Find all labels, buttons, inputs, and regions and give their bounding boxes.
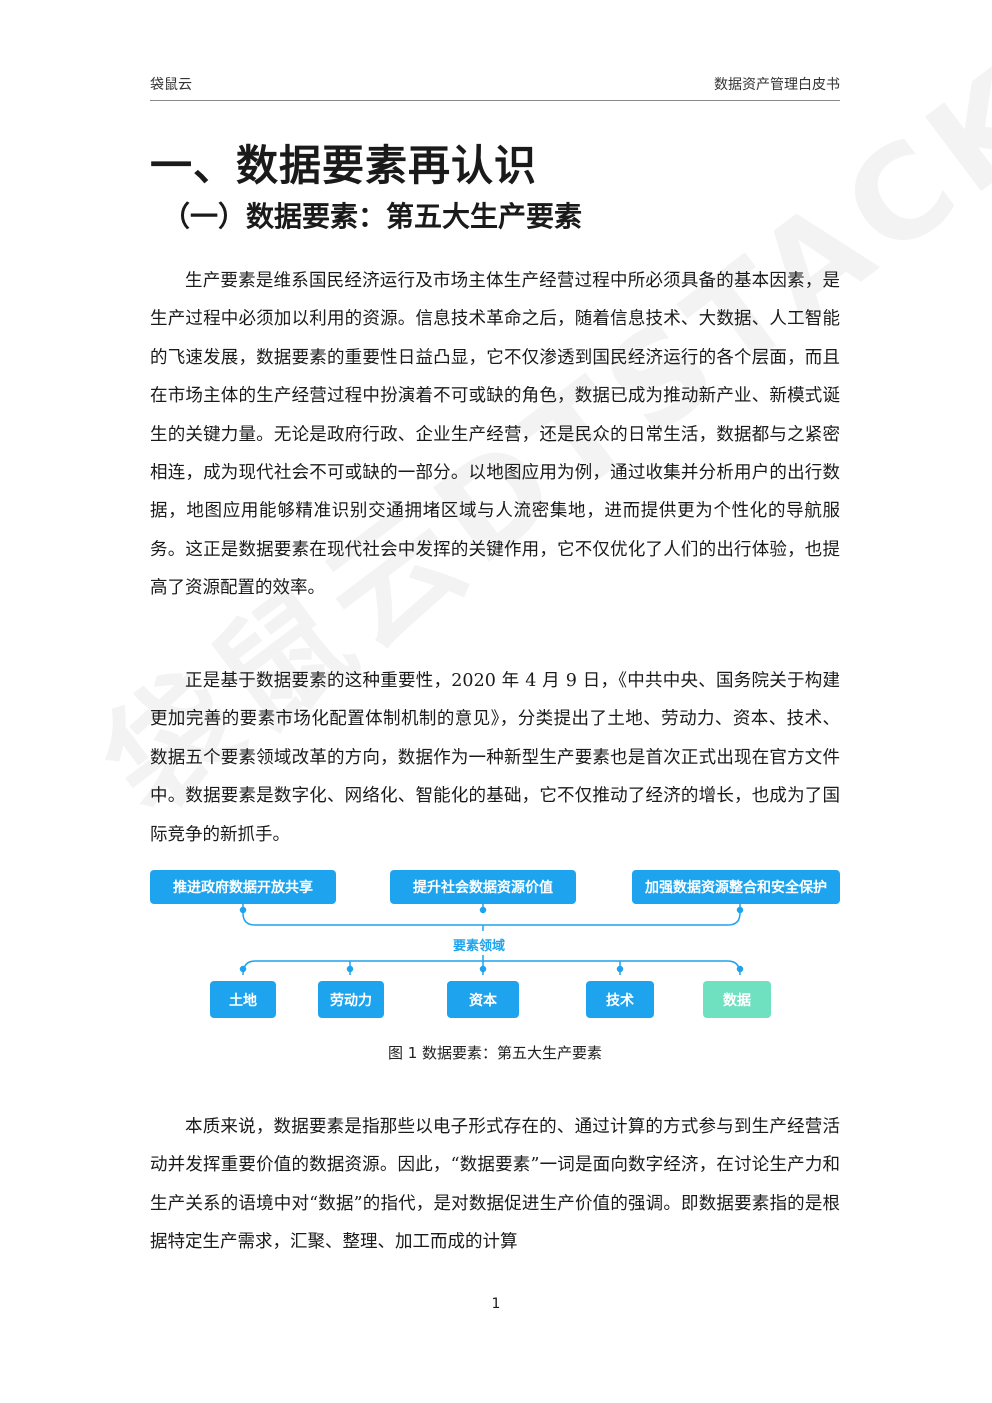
- factor-box: 劳动力: [318, 981, 384, 1018]
- paragraph-3: 本质来说，数据要素是指那些以电子形式存在的、通过计算的方式参与到生产经营活动并发…: [150, 1117, 840, 1253]
- factor-diagram: 推进政府数据开放共享 提升社会数据资源价值 加强数据资源整合和安全保护 要素领域…: [150, 865, 840, 1025]
- page-number: 1: [491, 1296, 501, 1312]
- figure-caption: 图 1 数据要素：第五大生产要素: [387, 1044, 603, 1062]
- page-header: 袋鼠云 数据资产管理白皮书: [150, 74, 840, 101]
- top-box: 提升社会数据资源价值: [390, 870, 576, 904]
- top-box: 加强数据资源整合和安全保护: [632, 870, 840, 904]
- chapter-title: 一、数据要素再认识: [150, 141, 538, 190]
- section-title: （一）数据要素：第五大生产要素: [162, 200, 583, 233]
- paragraph-1: 生产要素是维系国民经济运行及市场主体生产经营过程中所必须具备的基本因素，是生产过…: [150, 271, 840, 599]
- top-box: 推进政府数据开放共享: [150, 870, 336, 904]
- factor-box: 技术: [586, 981, 654, 1018]
- paragraph-2: 正是基于数据要素的这种重要性，2020 年 4 月 9 日，《中共中央、国务院关…: [150, 671, 840, 845]
- header-doc-title: 数据资产管理白皮书: [714, 77, 840, 93]
- header-company: 袋鼠云: [150, 77, 192, 93]
- factor-box: 资本: [447, 981, 519, 1018]
- diagram-connectors: [239, 904, 744, 976]
- domain-label: 要素领域: [453, 939, 506, 954]
- factor-box: 土地: [210, 981, 276, 1018]
- factor-box-data: 数据: [703, 981, 771, 1018]
